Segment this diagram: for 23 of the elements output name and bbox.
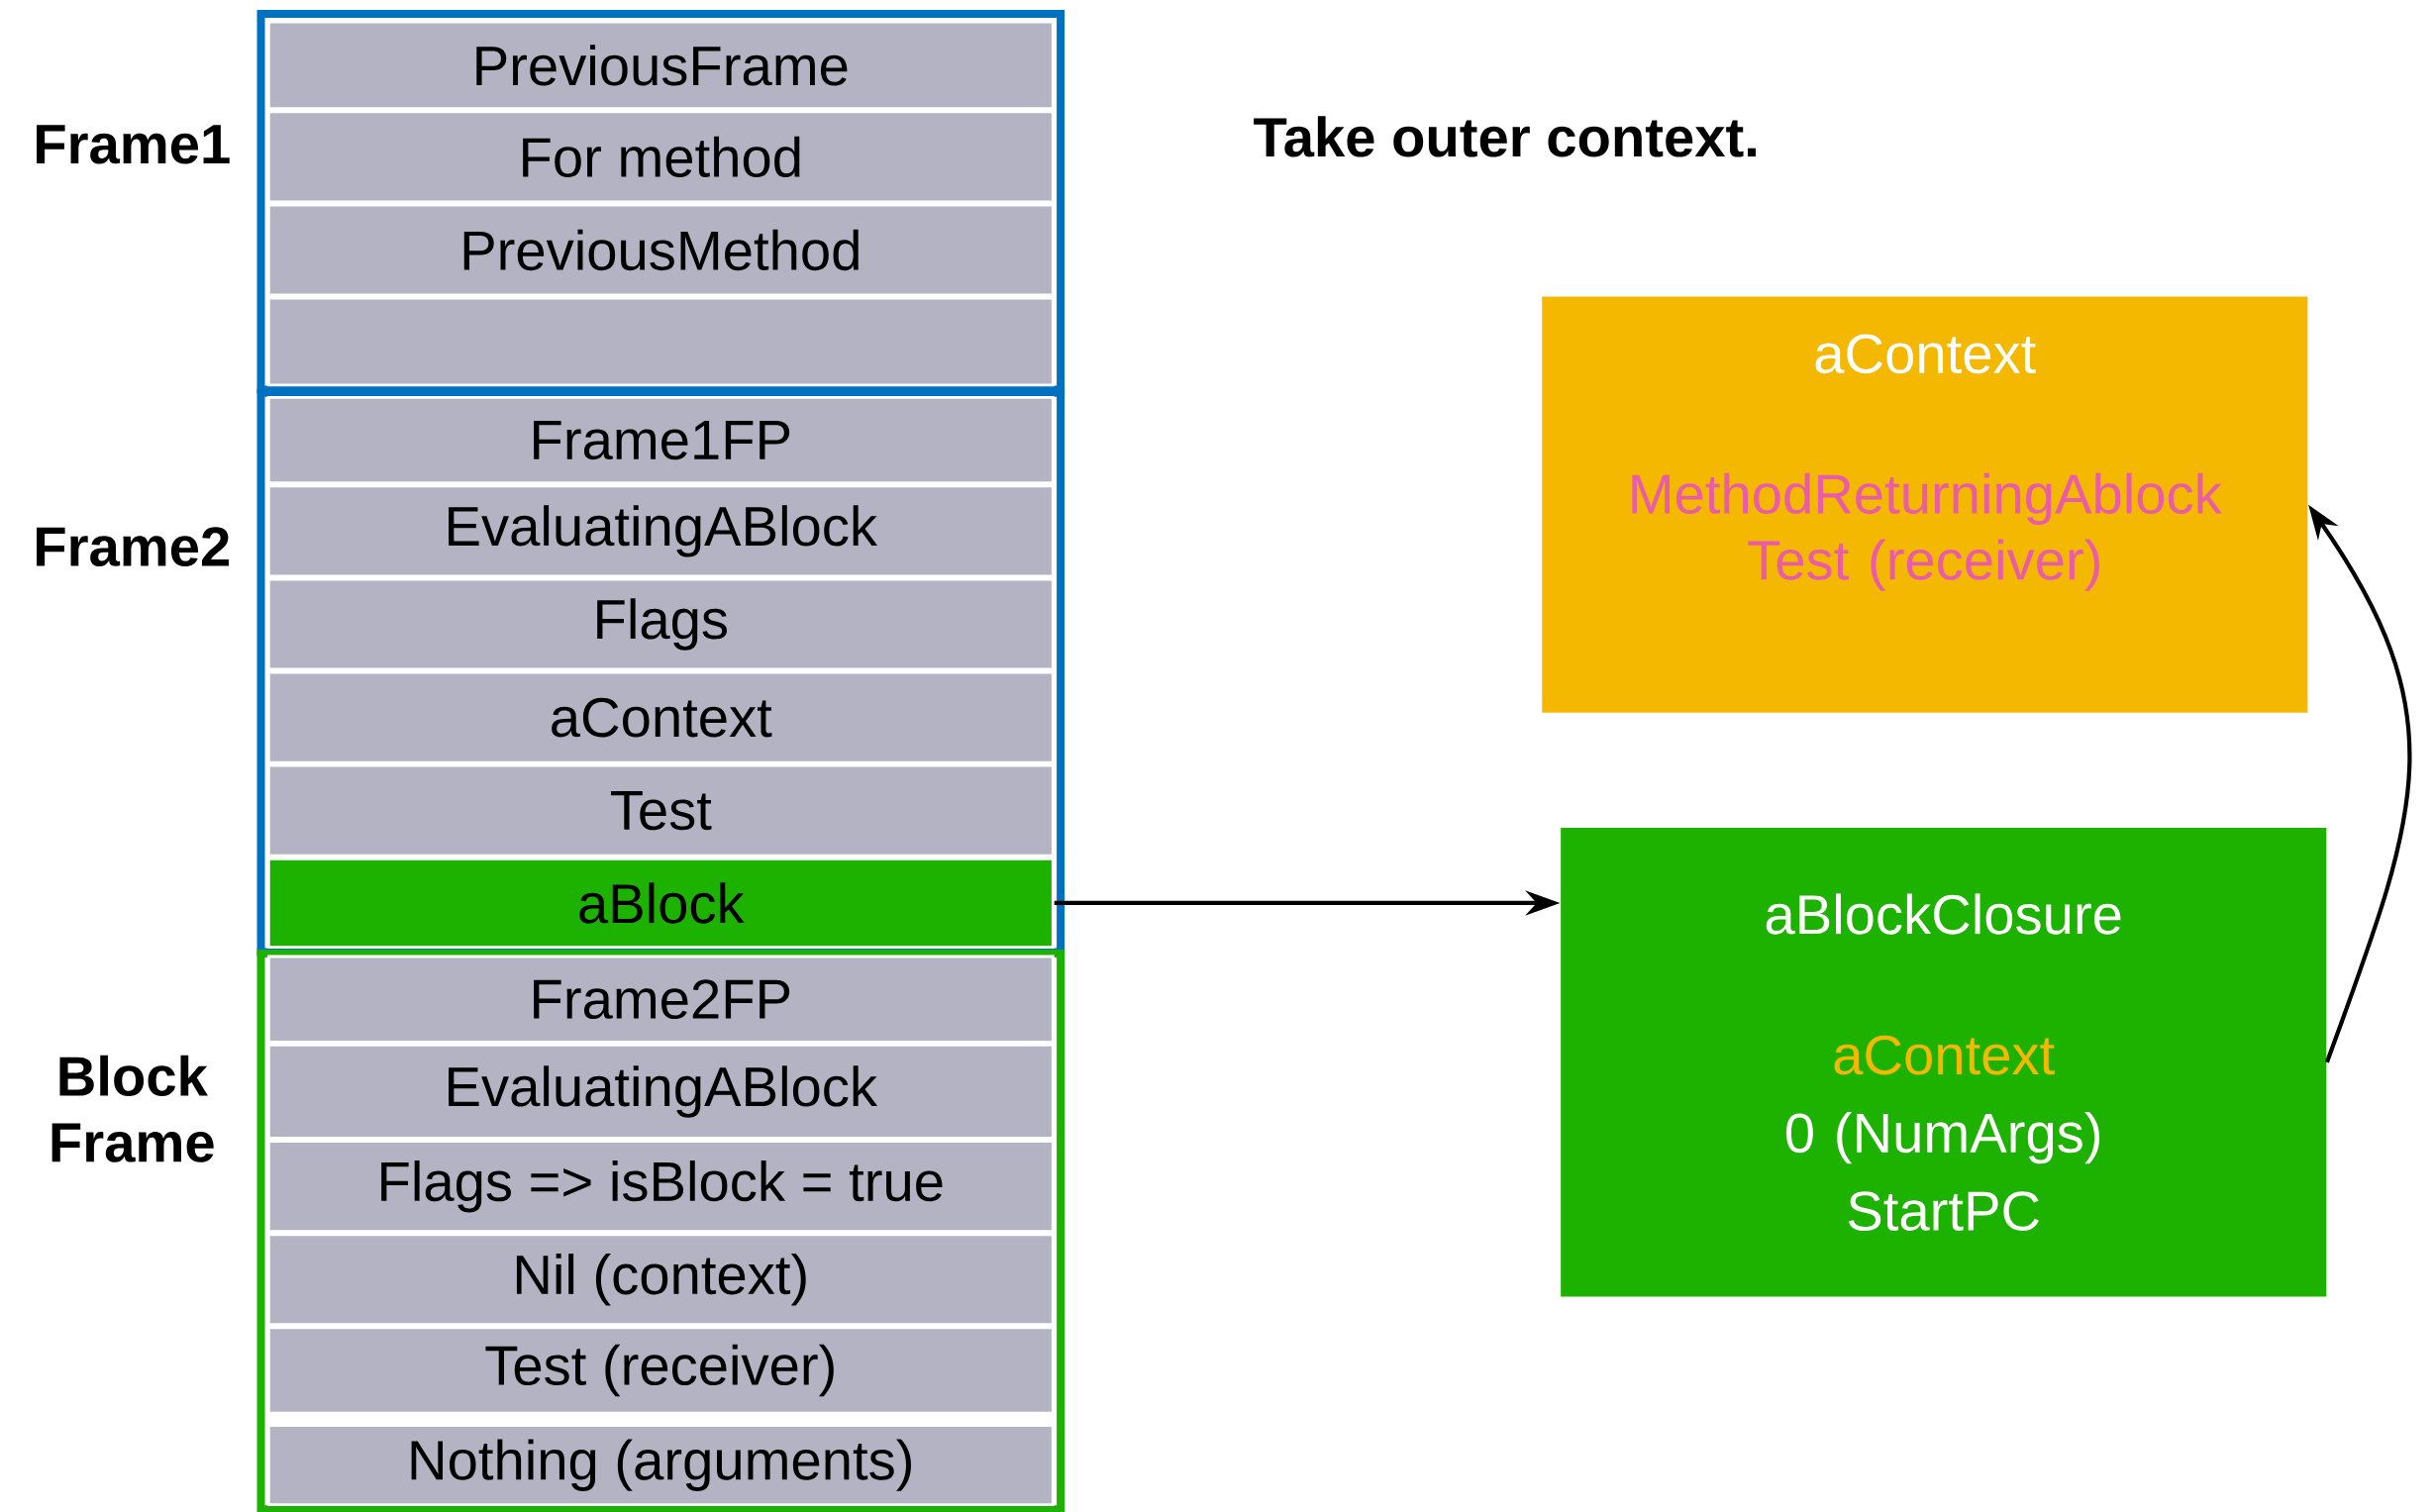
- frame-label: Block Frame: [51, 1055, 214, 1162]
- stack-cell: PreviousMethod: [266, 203, 1055, 297]
- frame-label: Frame2: [37, 526, 230, 566]
- heading: Take outer context.: [1254, 116, 1756, 157]
- stack-frame: [256, 949, 1065, 1512]
- stack-cell: Frame2FP: [266, 955, 1055, 1044]
- stack-cell: Flags: [266, 577, 1055, 671]
- stack-cell: Nil (context): [266, 1233, 1055, 1326]
- stack-cell: Nothing (arguments): [266, 1424, 1055, 1506]
- empty-cell: [266, 296, 1055, 387]
- stack-cell: For method: [266, 110, 1055, 204]
- stack-cell: PreviousFrame: [266, 20, 1055, 110]
- frame-label: Frame1: [37, 125, 230, 164]
- stack-cell: EvaluatingABlock: [266, 1043, 1055, 1140]
- stack-cell: aBlock: [266, 857, 1055, 949]
- stack-cell: Flags => isBlock = true: [266, 1140, 1055, 1233]
- object-box: aBlockClosure aContext 0 (NumArgs) StartPC: [1561, 827, 2327, 1297]
- stack-cell: Test (receiver): [266, 1326, 1055, 1415]
- stack-cell: Test: [266, 763, 1055, 857]
- stack-cell: aContext: [266, 670, 1055, 764]
- object-box: aContext MethodReturningAblock Test (receiver): [1542, 296, 2308, 713]
- stack-cell: Frame1FP: [266, 395, 1055, 484]
- stack-cell: EvaluatingABlock: [266, 484, 1055, 578]
